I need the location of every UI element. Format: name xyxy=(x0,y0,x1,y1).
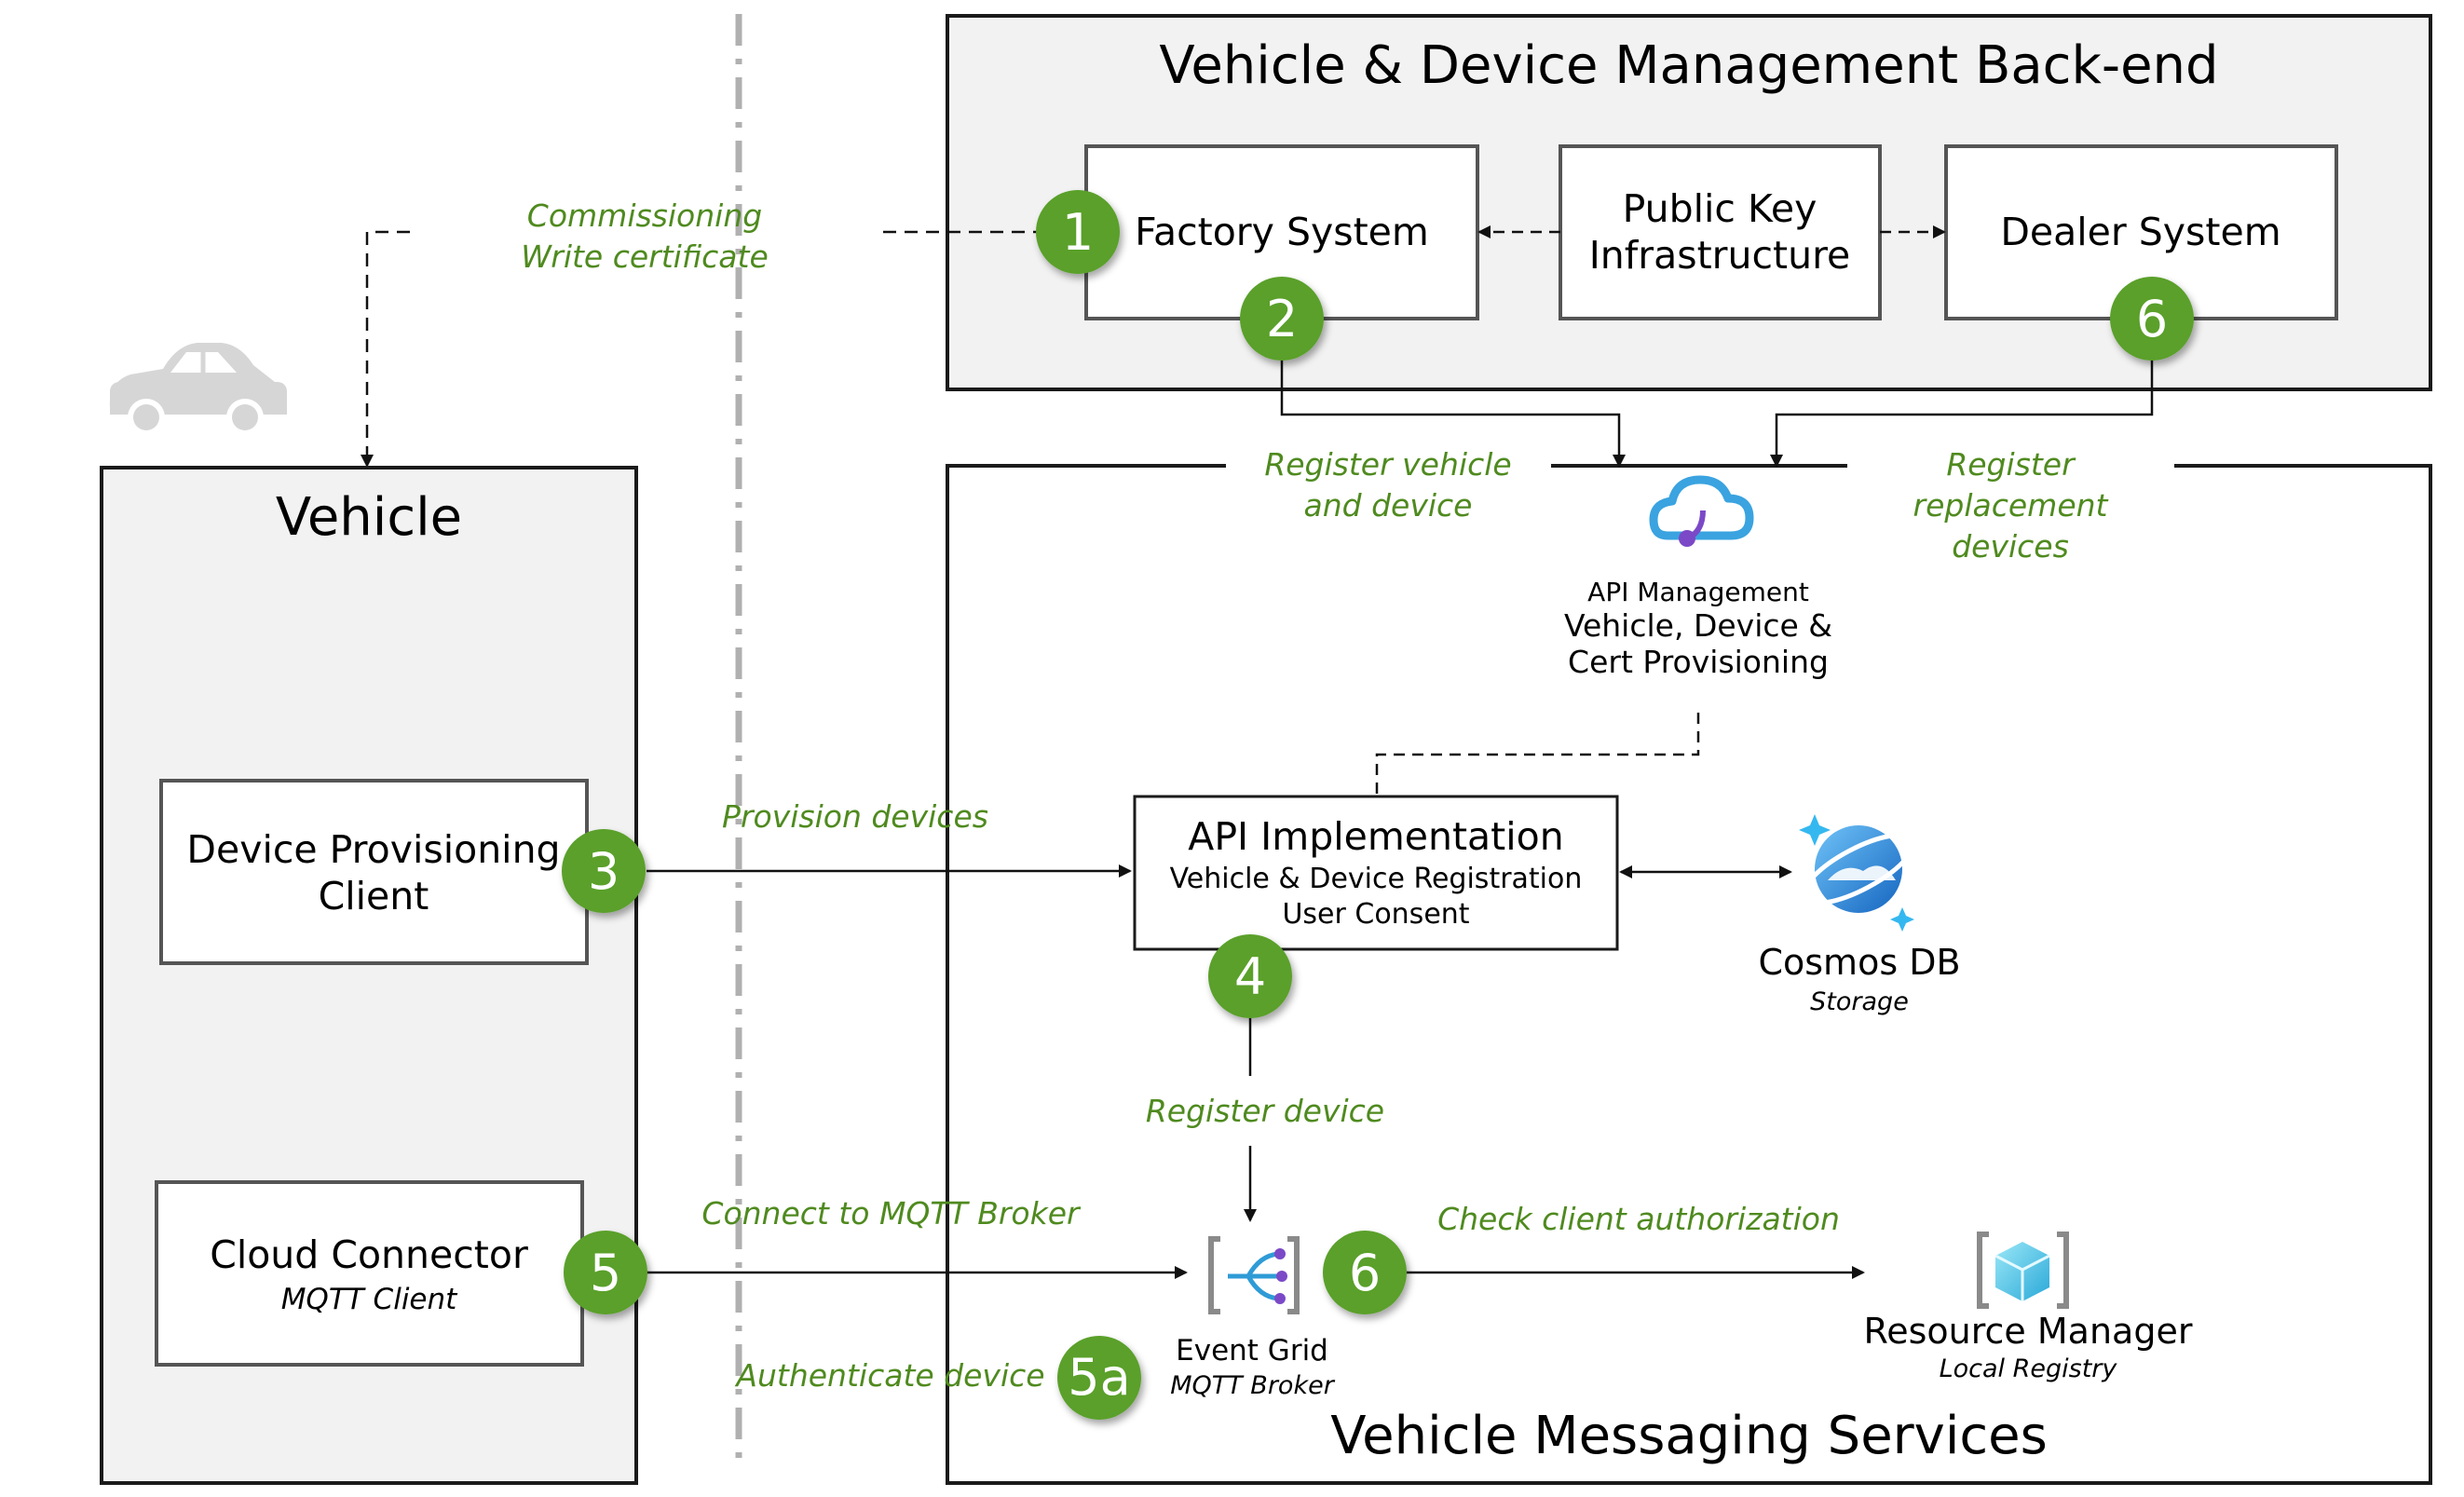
cosmos-db-sub: Storage xyxy=(1810,987,1909,1016)
device-provisioning-client-box[interactable]: Device Provisioning Client xyxy=(159,779,589,965)
cloud-connector-box[interactable]: Cloud Connector MQTT Client xyxy=(155,1180,584,1367)
commissioning-label-1: Commissioning xyxy=(527,197,762,234)
vehicle-panel: Vehicle Device Provisioning Client Cloud… xyxy=(100,466,638,1485)
event-grid-name: Event Grid xyxy=(1176,1334,1328,1368)
api-implementation-line3: User Consent xyxy=(1282,898,1469,931)
api-management-line3: Cert Provisioning xyxy=(1568,644,1829,680)
step-1-text: 1 xyxy=(1062,203,1094,262)
step-4-text: 4 xyxy=(1234,947,1266,1006)
commissioning-arrow-to-vehicle xyxy=(361,230,410,468)
api-management-line2: Vehicle, Device & xyxy=(1564,607,1832,644)
vehicle-title: Vehicle xyxy=(276,487,462,548)
step-2-text: 2 xyxy=(1266,290,1298,348)
step-5-text: 5 xyxy=(590,1244,621,1302)
resource-manager-name: Resource Manager xyxy=(1864,1311,2193,1352)
register-device-label: Register device xyxy=(1146,1093,1384,1129)
api-implementation-line2: Vehicle & Device Registration xyxy=(1170,863,1583,895)
step-3-badge[interactable]: 3 xyxy=(562,829,646,913)
register-vehicle-arrow xyxy=(1280,319,1626,468)
pki-label-line2: Infrastructure xyxy=(1589,233,1851,278)
factory-system-label: Factory System xyxy=(1135,210,1429,254)
pki-box[interactable]: Public Key Infrastructure xyxy=(1559,144,1882,320)
api-management-cloud-icon xyxy=(1649,475,1754,547)
dealer-system-box[interactable]: Dealer System xyxy=(1944,144,2338,320)
register-replacement-label-3: devices xyxy=(1952,528,2069,565)
step-6-dealer-text: 6 xyxy=(2136,290,2168,348)
api-implementation-box[interactable]: API Implementation Vehicle & Device Regi… xyxy=(1133,795,1619,951)
register-replacement-label-1: Register xyxy=(1946,446,2076,483)
factory-system-box[interactable]: Factory System xyxy=(1084,144,1479,320)
step-6-event-grid-text: 6 xyxy=(1349,1244,1381,1302)
step-3-text: 3 xyxy=(588,842,619,901)
step-1-badge[interactable]: 1 xyxy=(1036,190,1120,274)
step-6-dealer-badge[interactable]: 6 xyxy=(2110,277,2194,361)
pki-label-line1: Public Key xyxy=(1623,186,1817,231)
provision-devices-label: Provision devices xyxy=(722,798,988,835)
api-implementation-title: API Implementation xyxy=(1188,814,1563,859)
step-5-badge[interactable]: 5 xyxy=(564,1231,647,1314)
backend-panel: Vehicle & Device Management Back-end Fac… xyxy=(946,14,2432,391)
register-replacement-label-2: replacement xyxy=(1913,487,2109,524)
resource-manager-sub: Local Registry xyxy=(1940,1354,2118,1383)
register-vehicle-label-2: and device xyxy=(1304,487,1473,524)
dpc-label-line2: Client xyxy=(319,874,429,919)
dpc-label-line1: Device Provisioning xyxy=(186,827,560,872)
event-grid-sub: MQTT Broker xyxy=(1170,1371,1336,1400)
api-management-to-impl-link xyxy=(1375,713,1700,795)
cosmos-db-name: Cosmos DB xyxy=(1758,942,1960,983)
backend-title: Vehicle & Device Management Back-end xyxy=(1159,35,2218,96)
dealer-system-label: Dealer System xyxy=(2000,210,2280,254)
event-grid-icon xyxy=(1208,1236,1300,1314)
cosmos-db-planet-icon xyxy=(1799,814,1916,932)
cloud-connector-label: Cloud Connector xyxy=(210,1232,528,1277)
messaging-services-title: Vehicle Messaging Services xyxy=(1330,1406,2048,1466)
cloud-connector-sub: MQTT Client xyxy=(281,1283,458,1316)
resource-manager-cube-icon xyxy=(1977,1232,2069,1309)
register-replacement-arrow xyxy=(1770,319,2154,468)
authenticate-device-label: Authenticate device xyxy=(734,1357,1044,1394)
api-management-name: API Management xyxy=(1587,577,1809,607)
step-2-badge[interactable]: 2 xyxy=(1240,277,1324,361)
commissioning-label-2: Write certificate xyxy=(521,238,769,275)
step-5a-text: 5a xyxy=(1068,1348,1130,1407)
messaging-services-panel: Vehicle Messaging Services xyxy=(946,464,2432,1485)
car-icon xyxy=(109,343,287,436)
connect-mqtt-label: Connect to MQTT Broker xyxy=(701,1195,1082,1232)
step-6-event-grid-badge[interactable]: 6 xyxy=(1323,1231,1407,1314)
check-auth-label: Check client authorization xyxy=(1437,1201,1840,1237)
step-4-badge[interactable]: 4 xyxy=(1208,934,1292,1018)
step-5a-badge[interactable]: 5a xyxy=(1057,1336,1141,1420)
register-vehicle-label-1: Register vehicle xyxy=(1264,446,1511,483)
